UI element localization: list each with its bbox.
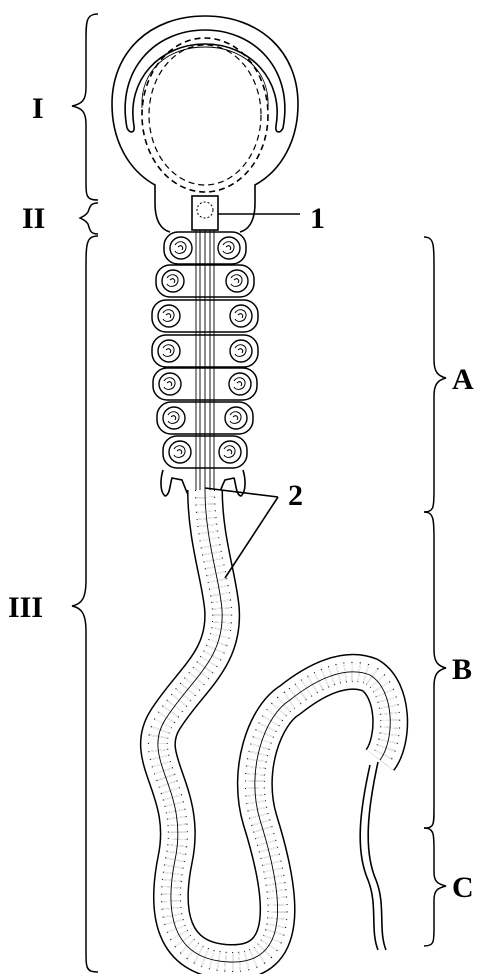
- mitochondrion: [229, 373, 251, 395]
- neck-collar: [192, 196, 218, 230]
- label-midpiece: A: [452, 363, 474, 396]
- label-head: I: [32, 92, 44, 125]
- label-centriole: 1: [310, 202, 325, 235]
- brace-principal-piece: [424, 512, 446, 828]
- mitochondrion: [159, 373, 181, 395]
- mitochondrion: [219, 441, 241, 463]
- mitochondrion: [169, 441, 191, 463]
- brace-tail: [72, 236, 98, 972]
- principal-piece: [158, 490, 390, 962]
- brace-head: [72, 14, 98, 200]
- mitochondrion: [163, 407, 185, 429]
- label-end-piece: C: [452, 871, 474, 904]
- brace-end-piece: [424, 828, 446, 946]
- proximal-centriole: [197, 202, 213, 218]
- mitochondrion: [162, 270, 184, 292]
- mitochondrion: [230, 305, 252, 327]
- sperm-head: [112, 16, 298, 203]
- mitochondrion: [230, 340, 252, 362]
- mitochondrion: [225, 407, 247, 429]
- mitochondrion: [218, 237, 240, 259]
- label-axoneme: 2: [288, 479, 303, 512]
- pointer-axoneme-lower: [225, 497, 278, 578]
- nucleus-inner: [149, 45, 261, 185]
- brace-midpiece: [424, 237, 446, 512]
- mitochondrion: [158, 305, 180, 327]
- acrosome-inner: [142, 47, 268, 108]
- mitochondrion: [226, 270, 248, 292]
- label-tail: III: [8, 591, 43, 624]
- label-principal-piece: B: [452, 653, 472, 686]
- mitochondrion: [158, 340, 180, 362]
- brace-neck: [80, 203, 98, 234]
- label-neck: II: [22, 202, 45, 235]
- mitochondrion: [170, 237, 192, 259]
- end-piece: [360, 762, 386, 950]
